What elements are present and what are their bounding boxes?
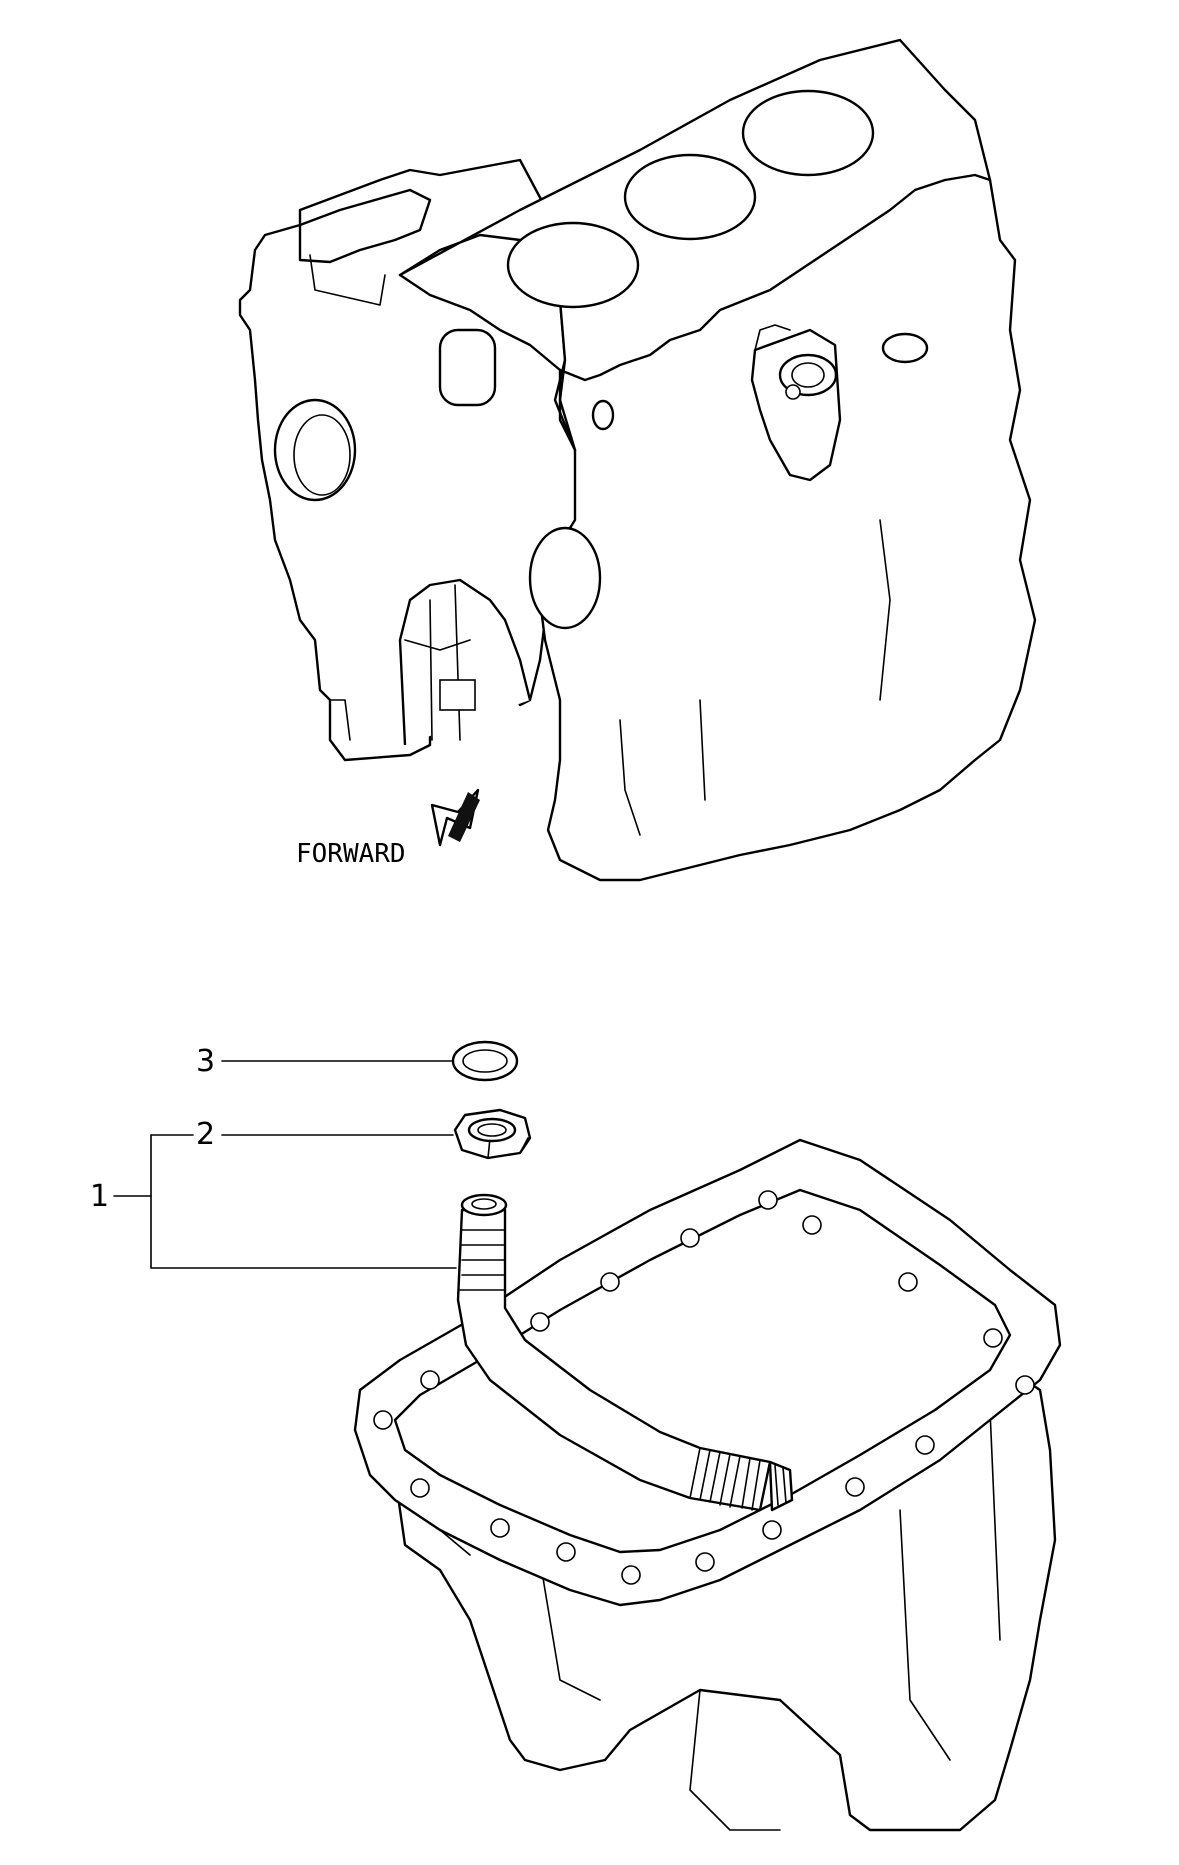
- callout-number-1: 1: [90, 1179, 109, 1214]
- callout-3: 3: [196, 1044, 453, 1079]
- forward-label: FORWARD: [296, 839, 406, 869]
- callout-2: 2: [150, 1117, 454, 1152]
- forward-indicator: FORWARD: [296, 788, 480, 869]
- washer: [451, 1040, 519, 1082]
- cylinder-block: [238, 38, 1037, 882]
- bore-3: [741, 89, 875, 177]
- bore-2: [623, 153, 757, 241]
- oil-suction-pipe: [456, 1193, 794, 1512]
- callout-number-2: 2: [196, 1117, 215, 1152]
- bore-1: [506, 221, 640, 309]
- callout-number-3: 3: [196, 1044, 215, 1079]
- nut: [453, 1108, 532, 1160]
- oil-pan: [353, 1138, 1062, 1832]
- callout-1: 1: [90, 1134, 457, 1269]
